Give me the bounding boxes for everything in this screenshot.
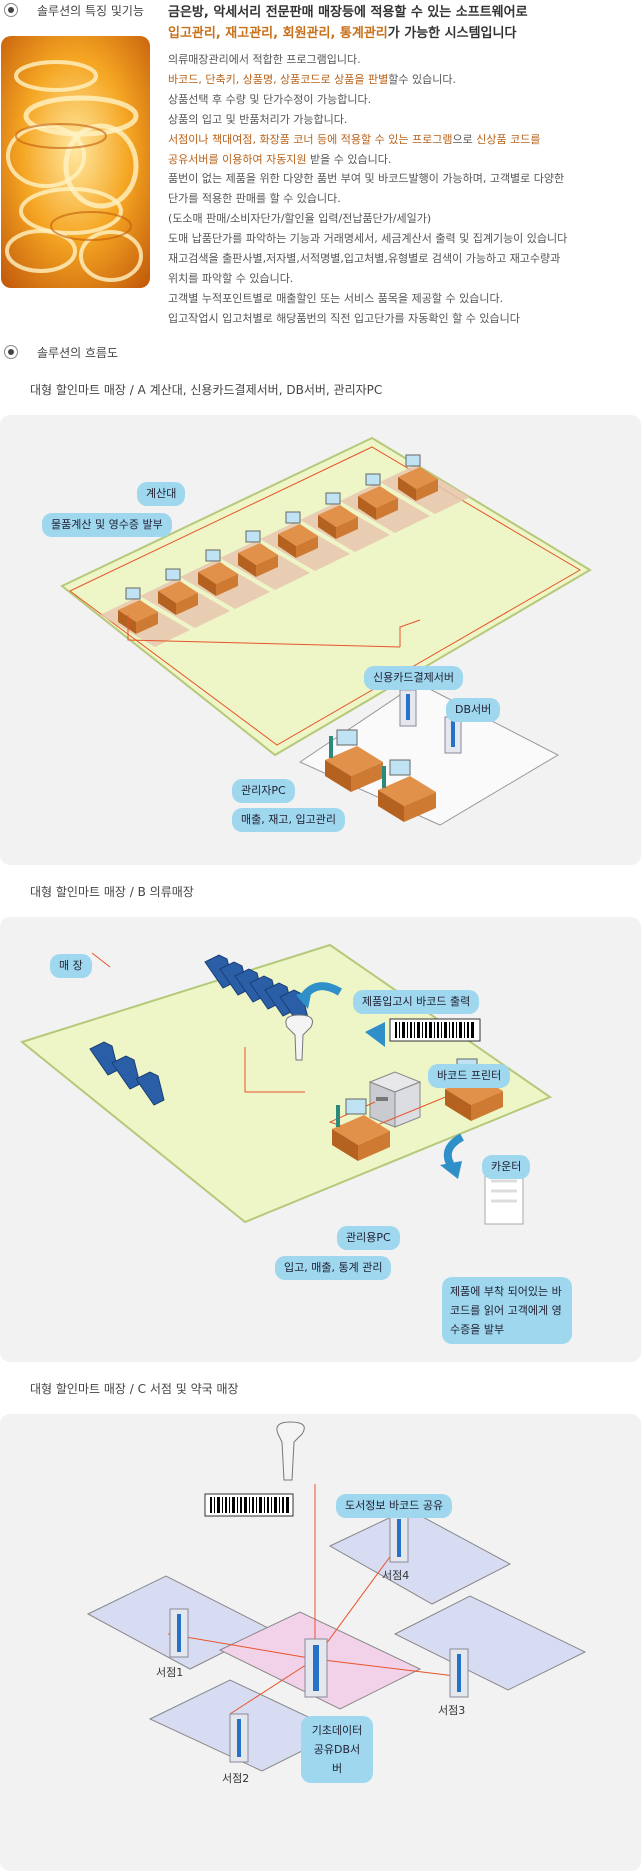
- diagram-a-illustration: [60, 436, 592, 826]
- desc-line: 도매 납품단가를 파악하는 기능과 거래명세서, 세금계산서 출력 및 집계기능…: [168, 232, 568, 246]
- desc-line: 상품의 입고 및 반품처리가 가능합니다.: [168, 112, 348, 126]
- features-description: 의류매장관리에서 적합한 프로그램입니다. 바코드, 단축키, 상품명, 상품코…: [168, 50, 640, 329]
- desc-line: 의류매장관리에서 적합한 프로그램입니다.: [168, 53, 361, 66]
- diagram-c-illustration: [86, 1421, 587, 1772]
- barcode-share-label: 도서정보 바코드 공유: [336, 1494, 453, 1518]
- desc-line: 바코드, 단축키, 상품명, 상품코드로 상품을 판별할수 있습니다.: [168, 72, 456, 86]
- server-icon: [229, 1713, 249, 1763]
- barcode-icon: [389, 1018, 481, 1042]
- bullet-icon: [4, 3, 18, 17]
- server-icon: [389, 1513, 409, 1563]
- headline-highlight: 입고관리, 재고관리, 회원관리, 통계관리: [168, 26, 388, 41]
- diagram-c-title: 대형 할인마트 매장 / C 서점 및 약국 매장: [30, 1382, 239, 1396]
- server-icon: [169, 1608, 189, 1658]
- desc-line: 공유서버를 이용하여 자동지원 받을 수 있습니다.: [168, 152, 392, 166]
- barcode-scanner-icon: [276, 1421, 305, 1481]
- clothing-rack-icon: [89, 1041, 165, 1106]
- store2-label: 서점2: [222, 1772, 250, 1785]
- diagram-b-title: 대형 할인마트 매장 / B 의류매장: [30, 885, 194, 899]
- card-server-label: 신용카드결제서버: [364, 666, 463, 690]
- management-pc-icon: [332, 1098, 390, 1161]
- headline-line1: 금은방, 악세서리 전문판매 매장등에 적용할 수 있는 소프트웨어로: [168, 5, 528, 20]
- store-label: 매 장: [50, 954, 92, 978]
- store3-label: 서점3: [438, 1704, 466, 1717]
- admin-desc-label: 매출, 재고, 입고관리: [232, 808, 345, 832]
- counter-label: 카운터: [482, 1155, 531, 1179]
- shared-db-server-icon: [304, 1638, 328, 1698]
- printer-label: 바코드 프린터: [428, 1064, 511, 1088]
- receipt-desc-label: 제품에 부착 되어있는 바코드를 읽어 고객에게 영수증을 발부: [442, 1277, 572, 1344]
- store4-label: 서점4: [382, 1569, 410, 1582]
- counter-desc-label: 물품계산 및 영수증 발부: [42, 513, 172, 537]
- barcode-scanner-icon: [285, 1014, 313, 1061]
- shared-db-label: 기초데이터 공유DB서버: [301, 1716, 373, 1783]
- server-icon: [449, 1648, 469, 1698]
- desc-line: 위치를 파악할 수 있습니다.: [168, 271, 294, 285]
- store1-label: 서점1: [156, 1666, 184, 1679]
- arrow-icon: [440, 1161, 462, 1179]
- arrow-icon: [365, 1022, 385, 1047]
- desc-line: 서점이나 책대여점, 화장품 코너 등에 적용할 수 있는 프로그램으로 신상품…: [168, 132, 541, 146]
- desc-line: 품번이 없는 제품을 위한 다양한 품번 부여 및 바코드발행이 가능하며, 고…: [168, 172, 565, 186]
- desc-line: 입고작업시 입고처별로 해당품번의 직전 입고단가를 자동확인 할 수 있습니다: [168, 311, 520, 325]
- management-pc-label: 관리용PC: [337, 1226, 400, 1250]
- desc-line: (도소매 판매/소비자단가/할인율 입력/전납품단가/세일가): [168, 212, 432, 226]
- management-desc-label: 입고, 매출, 통계 관리: [275, 1256, 392, 1280]
- features-heading: 솔루션의 특징 및기능: [4, 0, 144, 20]
- jewelry-photo: [1, 36, 150, 288]
- jewelry-rings-image: [1, 36, 150, 288]
- headline-line2: 입고관리, 재고관리, 회원관리, 통계관리가 가능한 시스템입니다: [168, 23, 638, 44]
- features-headline: 금은방, 악세서리 전문판매 매장등에 적용할 수 있는 소프트웨어로 입고관리…: [168, 2, 638, 44]
- counter-label: 계산대: [137, 482, 186, 506]
- admin-pc-label: 관리자PC: [232, 779, 295, 803]
- flow-heading: 솔루션의 흐름도: [4, 342, 118, 362]
- arrow-icon: [296, 989, 312, 1009]
- barcode-printer-icon: [368, 1071, 422, 1128]
- diagram-a-title: 대형 할인마트 매장 / A 계산대, 신용카드결제서버, DB서버, 관리자P…: [30, 383, 383, 397]
- desc-line: 단가를 적용한 판매를 할 수 있습니다.: [168, 192, 341, 206]
- diagram-b-panel: 매 장 제품입고시 바코드 출력 바코드 프린터 카운터 관리용PC 입고, 매…: [0, 917, 641, 1362]
- desc-line: 고객별 누적포인트별로 매출할인 또는 서비스 품목을 제공할 수 있습니다.: [168, 291, 504, 305]
- desc-line: 상품선택 후 수량 및 단가수정이 가능합니다.: [168, 92, 372, 106]
- barcode-icon: [204, 1493, 294, 1517]
- diagram-c-panel: 도서정보 바코드 공유 서점4 서점1 서점3 서점2 기초데이터 공유DB서버: [0, 1414, 641, 1871]
- barcode-output-label: 제품입고시 바코드 출력: [353, 990, 480, 1014]
- headline-rest: 가 가능한 시스템입니다: [387, 26, 517, 41]
- db-server-label: DB서버: [446, 698, 501, 722]
- bullet-icon: [4, 345, 18, 359]
- desc-line: 재고검색을 출판사별,저자별,서적명별,입고처별,유형별로 검색이 가능하고 재…: [168, 252, 561, 266]
- diagram-a-panel: 계산대 물품계산 및 영수증 발부 신용카드결제서버 DB서버 관리자PC 매출…: [0, 415, 641, 865]
